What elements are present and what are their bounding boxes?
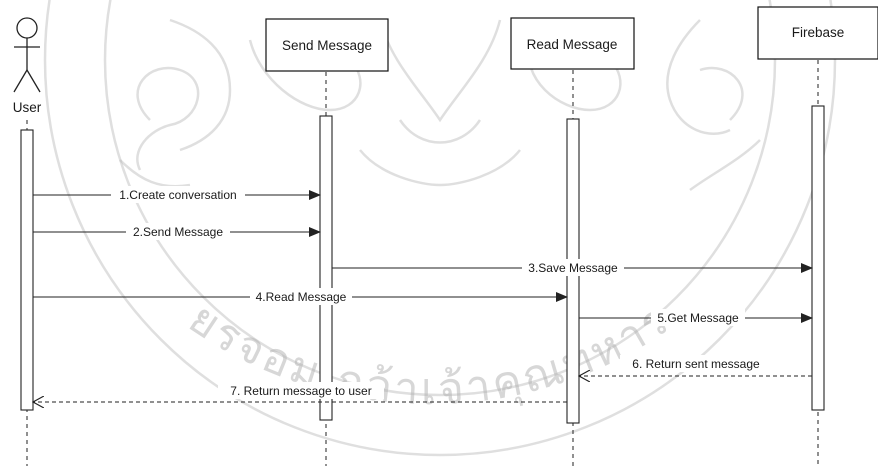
message-label-5: 5.Get Message [657, 311, 739, 325]
stick-figure-icon [14, 18, 40, 92]
message-label-7: 7. Return message to user [230, 384, 371, 398]
message-label-4: 4.Read Message [256, 290, 347, 304]
message-label-1: 1.Create conversation [119, 188, 236, 202]
message-label-3: 3.Save Message [528, 261, 618, 275]
participant-firebase: Firebase [758, 7, 878, 59]
participant-label: Send Message [282, 38, 372, 53]
actor-user-label: User [13, 100, 42, 115]
message-label-2: 2.Send Message [133, 225, 223, 239]
participant-label: Firebase [792, 25, 845, 40]
activation-bar-user [21, 130, 33, 410]
message-label-6: 6. Return sent message [632, 357, 760, 371]
participant-label: Read Message [527, 37, 618, 52]
activation-bar-send-message [320, 116, 332, 420]
actor-user: User [13, 18, 42, 115]
participant-send-message: Send Message [266, 19, 388, 71]
participant-read-message: Read Message [511, 18, 634, 69]
activation-bar-firebase [812, 106, 824, 410]
